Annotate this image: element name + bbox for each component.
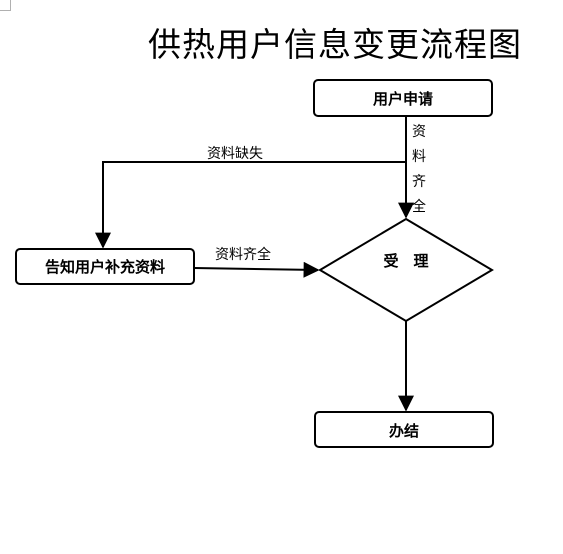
node-done-label: 办结: [389, 422, 419, 440]
node-user-apply-label: 用户申请: [373, 90, 433, 108]
edge-label-complete-char: 料: [412, 149, 426, 165]
page-title: 供热用户信息变更流程图: [148, 25, 522, 64]
edge-incomplete-to-notify: [95, 161, 406, 249]
edge-label-complete-char: 资: [412, 124, 426, 140]
node-notify-supplement: 告知用户补充资料: [15, 248, 195, 285]
node-done: 办结: [314, 411, 494, 448]
node-notify-supplement-label: 告知用户补充资料: [45, 258, 165, 276]
node-user-apply: 用户申请: [313, 79, 493, 117]
node-accept-label: 受 理: [383, 252, 428, 270]
edge-label-complete-vertical: 资 料 齐 全: [412, 124, 426, 215]
node-accept-decision: 受 理: [318, 217, 494, 323]
page-corner-mark: [0, 0, 11, 11]
edge-label-complete-resubmit: 资料齐全: [215, 246, 271, 263]
edge-notify-to-accept: [193, 261, 320, 278]
edge-label-complete-char: 齐: [412, 174, 426, 190]
edge-label-complete-char: 全: [412, 198, 426, 215]
edge-label-incomplete: 资料缺失: [207, 146, 263, 162]
